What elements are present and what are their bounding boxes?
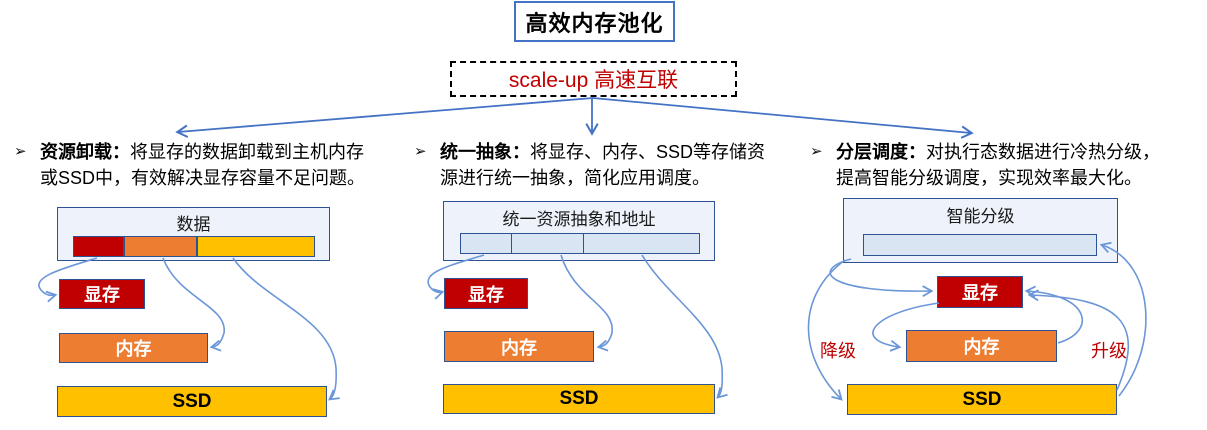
page-title-text: 高效内存池化 — [525, 10, 664, 36]
bar-segment-ssd — [197, 236, 315, 257]
bullet-arrow-icon: ➢ — [810, 143, 823, 160]
bullet-tiering-desc: 对执行态数据进行冷热分级，提高智能分级调度，实现效率最大化。 — [836, 142, 1160, 188]
bullet-abstraction: 统一抽象：将显存、内存、SSD等存储资源进行统一抽象，简化应用调度。 — [440, 139, 774, 191]
ssd-box-abstraction: SSD — [443, 384, 715, 414]
abstraction-container-label: 统一资源抽象和地址 — [502, 210, 656, 229]
demote-arrow-bar-to-gpu — [829, 258, 934, 298]
downgrade-label: 降级 — [820, 341, 856, 361]
interconnect-box: scale-up 高速互联 — [450, 61, 737, 97]
mem-box-abstraction: 内存 — [444, 331, 594, 362]
bullet-offload-desc: 将显存的数据卸载到主机内存或SSD中，有效解决显存容量不足问题。 — [40, 142, 366, 188]
bullet-tiering: 分层调度：对执行态数据进行冷热分级，提高智能分级调度，实现效率最大化。 — [836, 139, 1170, 191]
bar-segment-mem — [124, 236, 197, 257]
ssd-box-tiering: SSD — [847, 384, 1117, 415]
offload-arrow-to-ssd — [232, 257, 340, 401]
bullet-offload-heading: 资源卸载： — [40, 142, 130, 162]
demote-arrow-to-ssd — [807, 259, 846, 401]
tiering-container-label: 智能分级 — [946, 207, 1015, 226]
abstraction-arrow-to-ssd — [641, 254, 728, 399]
abstraction-bar — [460, 233, 700, 254]
bullet-offload: 资源卸载：将显存的数据卸载到主机内存或SSD中，有效解决显存容量不足问题。 — [40, 139, 374, 191]
bullet-abstraction-desc: 将显存、内存、SSD等存储资源进行统一抽象，简化应用调度。 — [440, 142, 766, 188]
ssd-box-offload: SSD — [57, 386, 327, 417]
bullet-arrow-icon: ➢ — [414, 143, 427, 160]
promote-arrow-ssd-to-bar — [1099, 241, 1147, 397]
mem-box-offload: 内存 — [59, 333, 208, 363]
upgrade-label: 升级 — [1091, 341, 1127, 361]
bar-segment-1 — [461, 234, 512, 253]
fan-arrow-left — [175, 97, 594, 138]
bar-segment-2 — [512, 234, 584, 253]
gpu-box-abstraction: 显存 — [444, 278, 528, 309]
data-bar — [73, 236, 315, 257]
bullet-tiering-heading: 分层调度： — [836, 142, 926, 162]
mem-box-tiering: 内存 — [906, 330, 1057, 362]
tiering-bar — [863, 234, 1097, 256]
gpu-box-tiering: 显存 — [937, 276, 1023, 308]
data-container-label: 数据 — [176, 215, 211, 234]
bar-segment-3 — [584, 234, 698, 253]
bullet-arrow-icon: ➢ — [14, 143, 27, 160]
bullet-abstraction-heading: 统一抽象： — [440, 142, 530, 162]
page-title: 高效内存池化 — [514, 1, 675, 42]
fan-arrow-right — [592, 97, 974, 139]
bar-segment-gpu — [73, 236, 124, 257]
gpu-box-offload: 显存 — [59, 279, 145, 309]
interconnect-label: scale-up 高速互联 — [508, 69, 679, 92]
